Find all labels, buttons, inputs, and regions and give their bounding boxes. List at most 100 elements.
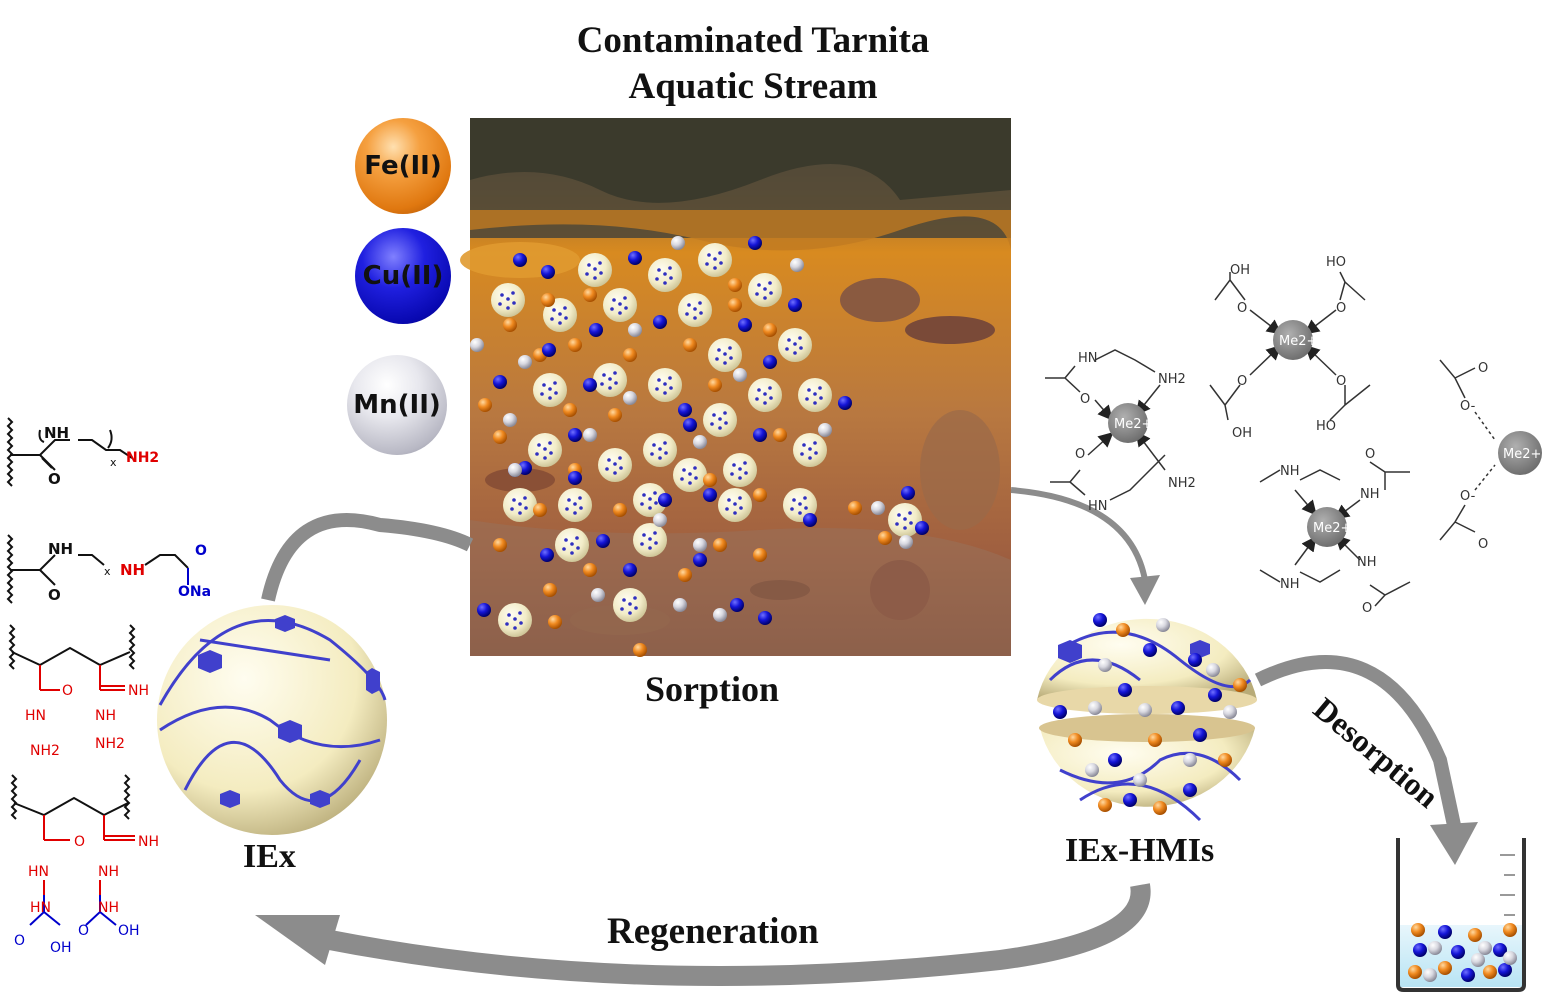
fe-ion: [1116, 623, 1130, 637]
mn-ion: [623, 391, 637, 405]
bead-dot: [618, 302, 622, 306]
bead-dot: [598, 261, 602, 265]
bead-dot: [652, 443, 656, 447]
c4-ominus2: O-: [1460, 489, 1476, 504]
cu-ion: [658, 493, 672, 507]
bead-dot: [570, 542, 574, 546]
c3-nh3: NH: [1357, 555, 1377, 570]
c3-nh2: NH: [1360, 487, 1380, 502]
bead-dot: [903, 526, 907, 530]
mn-ion: [1503, 951, 1517, 965]
bead-dot: [663, 382, 667, 386]
bead-dot: [554, 391, 558, 395]
mn-ion: [503, 413, 517, 427]
bead-dot: [669, 276, 673, 280]
bead-dot: [718, 426, 722, 430]
fe-ion: [1483, 965, 1497, 979]
fe-ion: [683, 338, 697, 352]
bead-dot: [718, 251, 722, 255]
mn-ion: [899, 535, 913, 549]
fe-ion: [548, 615, 562, 629]
s1-o-text: O: [48, 470, 61, 488]
bead-dot: [807, 388, 811, 392]
bead-dot: [610, 307, 614, 311]
bead-dot: [685, 312, 689, 316]
fe-ion: [533, 503, 547, 517]
bead-dot: [693, 307, 697, 311]
bead-dot: [688, 481, 692, 485]
fe-ion: [678, 568, 692, 582]
mn-ion: [673, 598, 687, 612]
s4-o2-text: O: [78, 923, 89, 939]
bead-dot: [664, 451, 668, 455]
complex-4: Me2+ O O- O- O: [1439, 359, 1542, 552]
fe-ion: [583, 563, 597, 577]
bead-dot: [813, 401, 817, 405]
bead-dot: [524, 506, 528, 510]
bead-dot: [543, 456, 547, 460]
mn-ion: [518, 355, 532, 369]
bead-dot: [717, 348, 721, 352]
bead-dot: [518, 502, 522, 506]
bead-dot: [654, 501, 658, 505]
c1-hn: HN: [1078, 351, 1098, 366]
bead-dot: [563, 306, 567, 310]
polymer-structure-2: [6, 534, 189, 604]
me-text-1: Me2+: [1114, 417, 1152, 432]
cu-ion: [541, 265, 555, 279]
cu-ion: [568, 428, 582, 442]
bead-dot: [897, 513, 901, 517]
mn-ion: [671, 236, 685, 250]
bead-dot: [622, 598, 626, 602]
bead-dot: [573, 511, 577, 515]
bead-dot: [655, 387, 659, 391]
cu-ion: [493, 375, 507, 389]
fe-ion: [763, 323, 777, 337]
bead-dot: [576, 546, 580, 550]
bead-dot: [548, 387, 552, 391]
mn-ion: [693, 538, 707, 552]
fe-ion: [503, 318, 517, 332]
bead-dot: [650, 452, 654, 456]
fe-ion: [1503, 923, 1517, 937]
mn-ion: [713, 608, 727, 622]
cu-ion: [1143, 643, 1157, 657]
cu-ion: [1183, 783, 1197, 797]
c2-o4: O: [1336, 374, 1346, 389]
cu-ion: [678, 403, 692, 417]
bead-dot: [739, 506, 743, 510]
photo-particles: [470, 236, 929, 657]
mn-ion: [653, 513, 667, 527]
bead-dot: [682, 468, 686, 472]
bead-dot: [768, 386, 772, 390]
bead-dot: [558, 312, 562, 316]
cu-ion: [1171, 701, 1185, 715]
c3-nh4: NH: [1280, 577, 1300, 592]
bead-dot: [628, 602, 632, 606]
s2-o2-text: O: [195, 543, 207, 559]
bead-dot: [802, 443, 806, 447]
mn-ion: [1206, 663, 1220, 677]
bead-dot: [612, 298, 616, 302]
mn-ion: [1098, 658, 1112, 672]
bead-dot: [620, 607, 624, 611]
bead-dot: [694, 476, 698, 480]
bead-dot: [743, 461, 747, 465]
bead-dot: [506, 306, 510, 310]
cu-ion: [683, 418, 697, 432]
fe-ion: [583, 288, 597, 302]
polymer-structure-3: [8, 624, 136, 691]
fe-ion: [1153, 801, 1167, 815]
fe-ion: [563, 403, 577, 417]
bead-dot: [787, 338, 791, 342]
bead-dot: [535, 452, 539, 456]
fe-ion: [703, 473, 717, 487]
mn-ion: [818, 423, 832, 437]
bead-dot: [688, 472, 692, 476]
bead-dot: [763, 392, 767, 396]
cu-ion: [1188, 653, 1202, 667]
cu-ion: [901, 486, 915, 500]
bead-dot: [634, 606, 638, 610]
bead-dot: [562, 547, 566, 551]
cu-ion: [1053, 705, 1067, 719]
